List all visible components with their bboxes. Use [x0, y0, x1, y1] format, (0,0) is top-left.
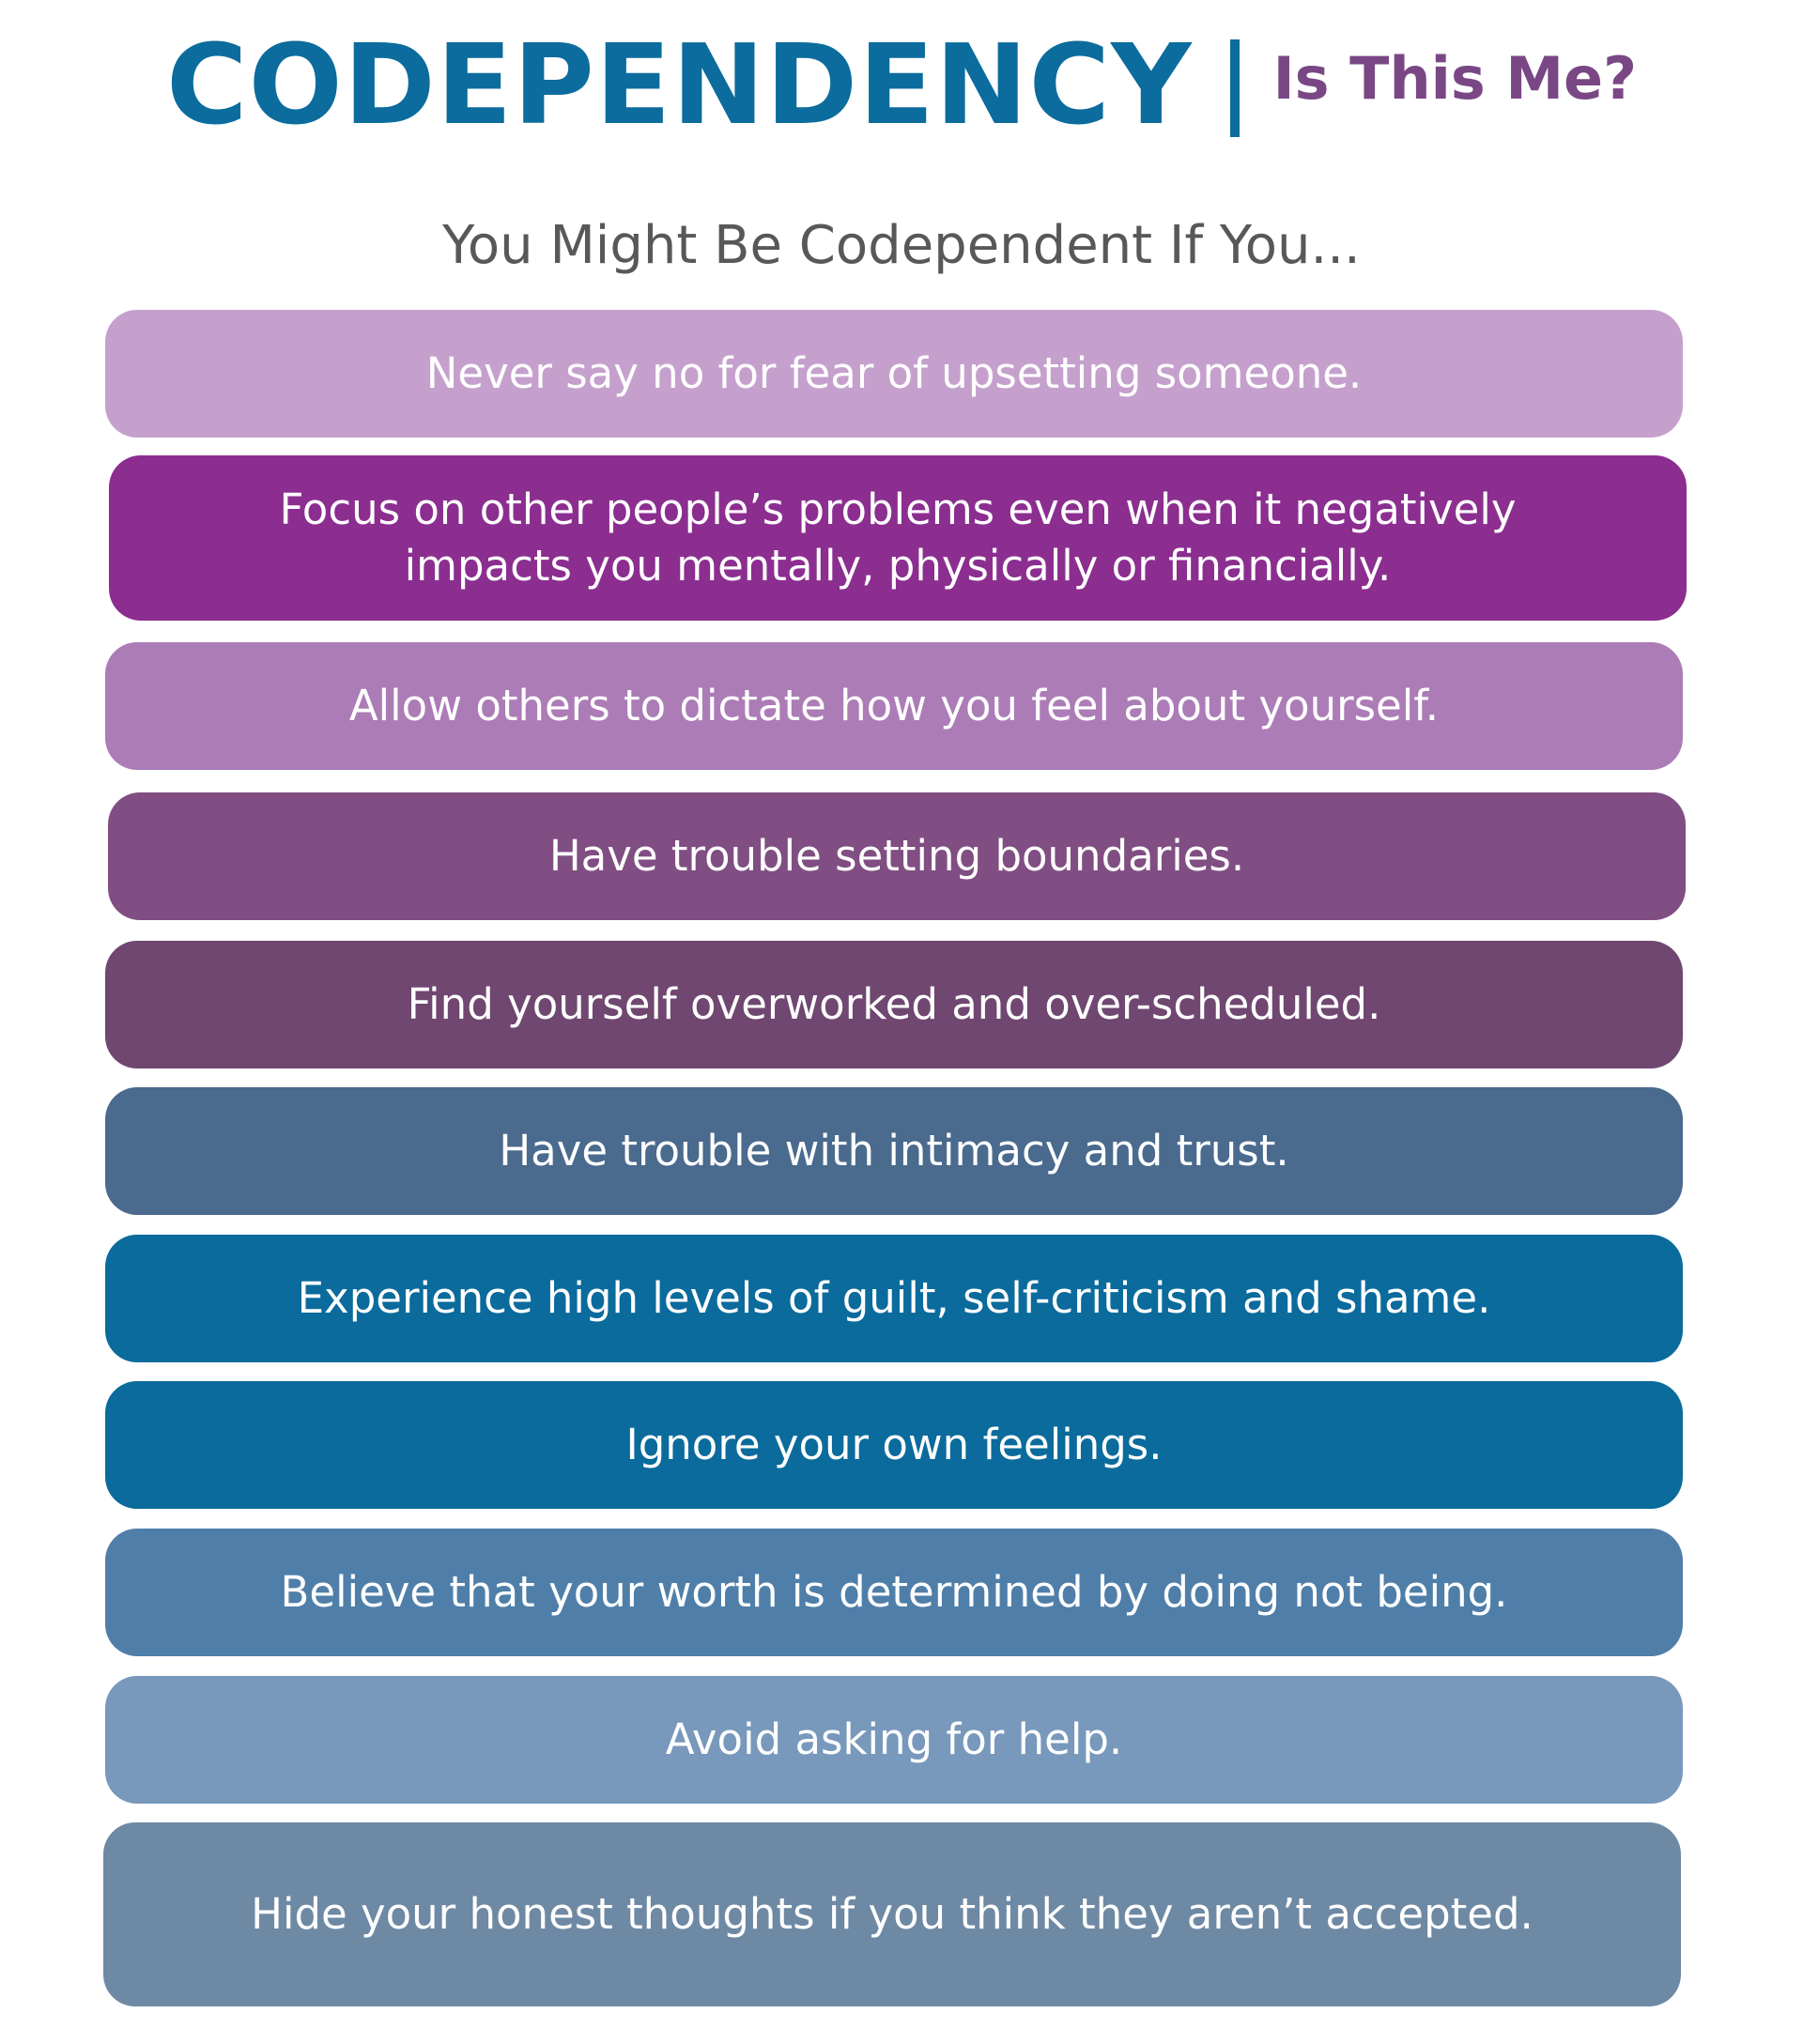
title-divider	[1229, 39, 1240, 137]
list-item-text: Find yourself overworked and over-schedu…	[407, 979, 1381, 1029]
page-tagline: Is This Me?	[1272, 44, 1638, 113]
list-item-text: Ignore your own feelings.	[625, 1420, 1163, 1469]
list-item: Hide your honest thoughts if you think t…	[103, 1822, 1681, 2006]
list-item: Have trouble with intimacy and trust.	[105, 1087, 1683, 1215]
list-item-text: Focus on other people’s problems even wh…	[279, 484, 1517, 591]
list-item: Believe that your worth is determined by…	[105, 1529, 1683, 1656]
list-item: Allow others to dictate how you feel abo…	[105, 642, 1683, 770]
list-item-text: Hide your honest thoughts if you think t…	[251, 1889, 1533, 1939]
list-item: Avoid asking for help.	[105, 1676, 1683, 1804]
list-item-text: Have trouble with intimacy and trust.	[499, 1126, 1289, 1176]
page-subtitle: You Might Be Codependent If You...	[442, 215, 1361, 276]
list-item: Never say no for fear of upsetting someo…	[105, 310, 1683, 438]
list-item-text: Never say no for fear of upsetting someo…	[425, 348, 1363, 398]
list-item-text: Avoid asking for help.	[665, 1714, 1123, 1764]
list-item-text: Allow others to dictate how you feel abo…	[348, 681, 1440, 730]
list-item: Find yourself overworked and over-schedu…	[105, 941, 1683, 1068]
header-inner: CODEPENDENCY Is This Me?	[166, 28, 1637, 141]
list-item: Experience high levels of guilt, self-cr…	[105, 1235, 1683, 1362]
list-item: Ignore your own feelings.	[105, 1381, 1683, 1509]
list-item-text: Have trouble setting boundaries.	[548, 831, 1245, 881]
page-title: CODEPENDENCY	[165, 20, 1193, 149]
list-item: Focus on other people’s problems even wh…	[109, 455, 1687, 621]
list-item-text: Believe that your worth is determined by…	[280, 1567, 1508, 1617]
list-item-text: Experience high levels of guilt, self-cr…	[297, 1273, 1491, 1323]
list-item: Have trouble setting boundaries.	[108, 792, 1686, 920]
header: CODEPENDENCY Is This Me?	[0, 28, 1803, 141]
